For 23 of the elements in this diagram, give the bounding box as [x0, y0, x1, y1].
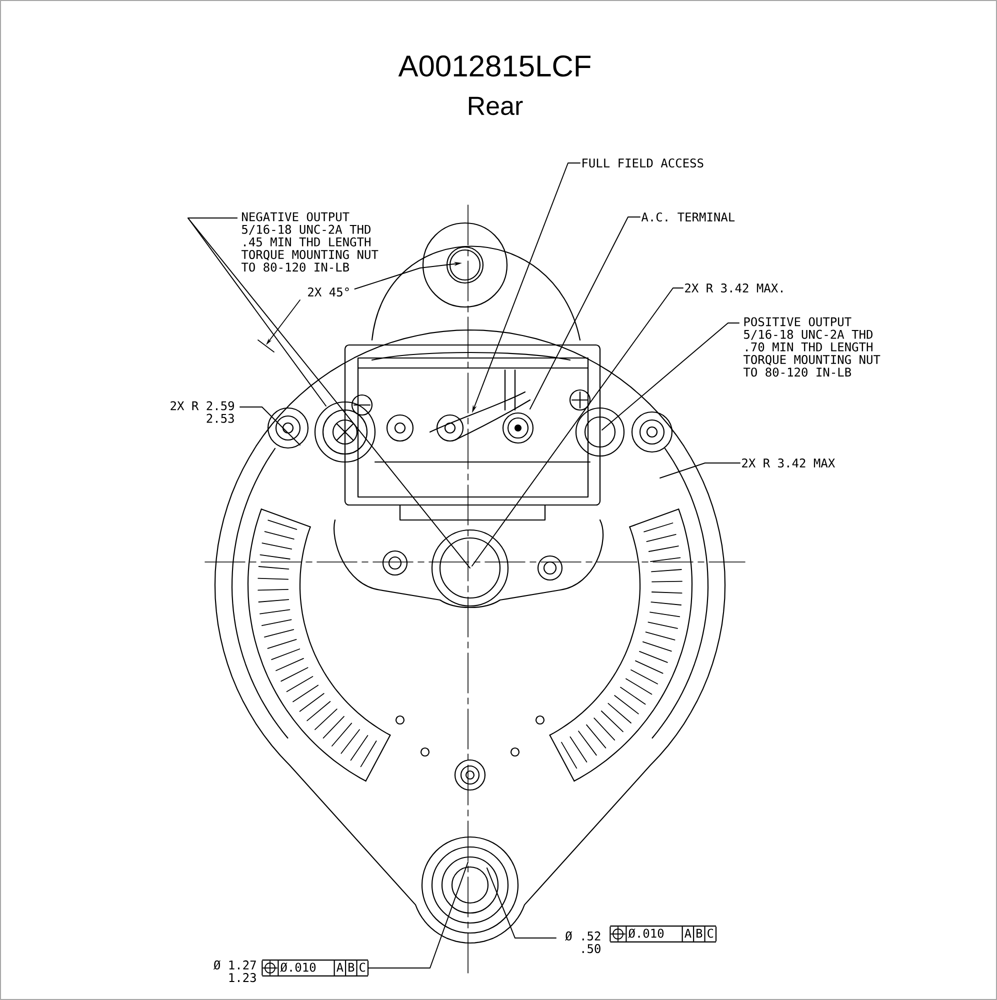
leader-line — [530, 216, 640, 410]
leader-line — [188, 218, 326, 406]
feature-control-frame: Ø.010 A B C — [262, 960, 369, 976]
dimension-text: 2X R 3.42 MAX — [742, 458, 835, 468]
subtitle: Rear — [468, 96, 523, 116]
dimension-text: 2X 45° — [308, 287, 349, 297]
leader-line — [368, 862, 468, 968]
callout-text: POSITIVE OUTPUT 5/16-18 UNC-2A THD .70 MIN THD LENGTH TORQUE MOUNTING NUT TO 80-120 IN-LB — [744, 317, 880, 377]
callout-text: FULL FIELD ACCESS — [582, 158, 704, 168]
dimension-text: Ø 1.27 1.23 — [214, 960, 256, 982]
leader-line — [188, 218, 470, 568]
feature-control-frame: Ø.010 A B C — [610, 926, 717, 942]
leader-line — [602, 322, 740, 430]
title: A0012815LCF — [398, 55, 590, 77]
callout-text: NEGATIVE OUTPUT 5/16-18 UNC-2A THD .45 MIN THD LENGTH TORQUE MOUNTING NUT TO 80-120 IN-LB — [241, 212, 378, 272]
dimension-text: 2X R 2.59 2.53 — [170, 401, 234, 423]
leader-line — [486, 868, 556, 938]
dimension-text: 2X R 3.42 MAX. — [685, 283, 782, 293]
leader-line — [660, 462, 740, 478]
dimension-text: Ø .52 .50 — [565, 931, 600, 954]
leader-line — [472, 288, 684, 566]
callout-text: A.C. TERMINAL — [641, 212, 735, 222]
leader-line — [240, 406, 300, 446]
